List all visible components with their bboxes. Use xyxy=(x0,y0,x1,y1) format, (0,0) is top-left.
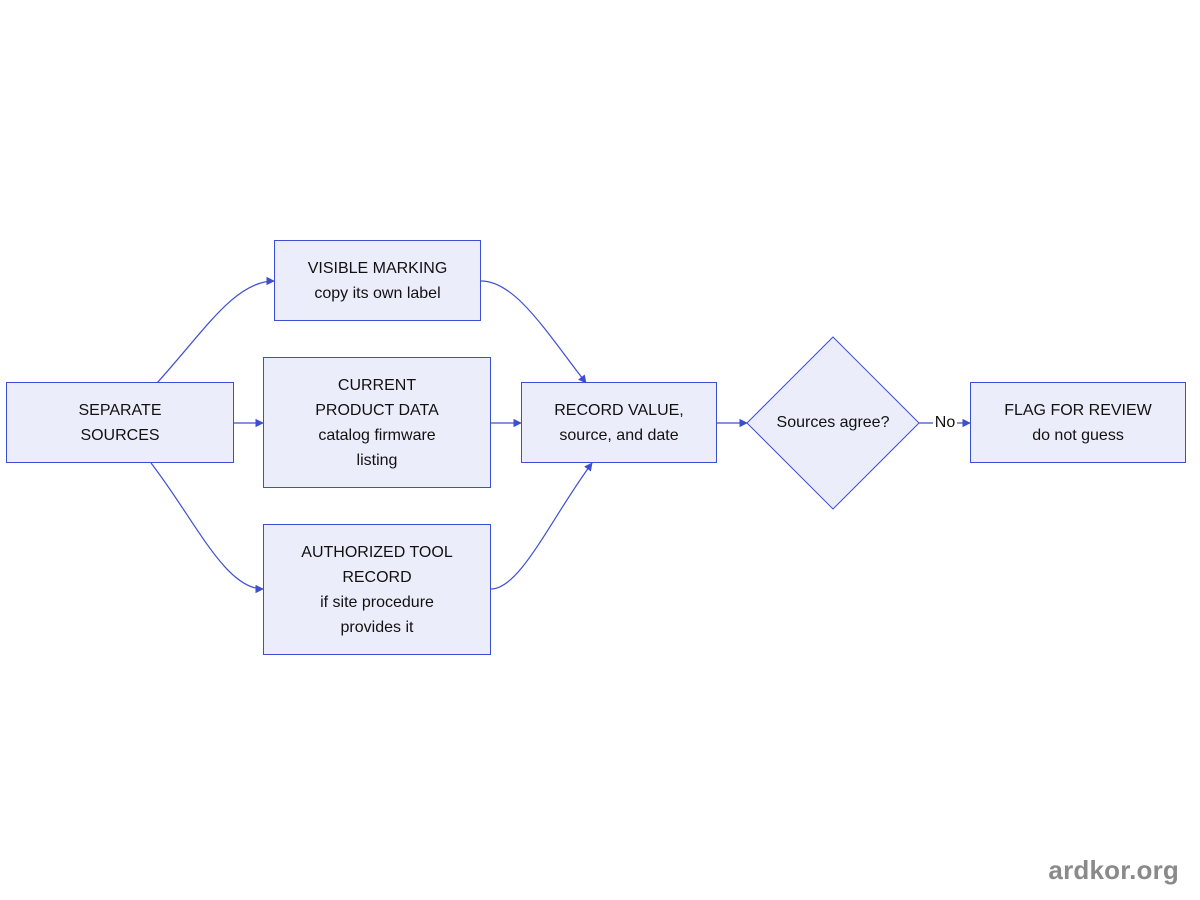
node-title: VISIBLE MARKING xyxy=(307,259,448,277)
node-title: PRODUCT DATA xyxy=(315,401,439,419)
node-line: SOURCES xyxy=(80,426,160,444)
node-title: RECORD VALUE, xyxy=(554,401,684,419)
edge-sources-to-authorized-tool-record xyxy=(150,462,264,594)
node-flag-for-review: FLAG FOR REVIEW do not guess xyxy=(970,382,1186,463)
edge-authorized-tool-record-to-record-value xyxy=(490,462,593,590)
node-title: RECORD xyxy=(342,568,412,586)
node-authorized-tool-record: AUTHORIZED TOOL RECORD if site procedure… xyxy=(263,524,491,655)
decision-label: Sources agree? xyxy=(776,414,890,431)
node-subtitle: do not guess xyxy=(1032,426,1124,444)
edge-visible-marking-to-record-value xyxy=(480,280,587,384)
node-subtitle: copy its own label xyxy=(314,284,441,302)
edge-label-no: No xyxy=(933,412,957,434)
node-title: CURRENT xyxy=(337,376,417,394)
node-visible-marking: VISIBLE MARKING copy its own label xyxy=(274,240,481,321)
node-subtitle: catalog firmware xyxy=(318,426,436,444)
node-subtitle: if site procedure xyxy=(320,593,434,611)
node-record-value: RECORD VALUE, source, and date xyxy=(521,382,717,463)
node-line: SEPARATE xyxy=(78,401,162,419)
site-watermark: ardkor.org xyxy=(1048,855,1179,885)
node-title: FLAG FOR REVIEW xyxy=(1004,401,1152,419)
edge-sources-to-visible-marking xyxy=(156,276,275,384)
node-subtitle: provides it xyxy=(340,618,414,636)
node-separate-sources: SEPARATE SOURCES xyxy=(6,382,234,463)
node-current-product-data: CURRENT PRODUCT DATA catalog firmware li… xyxy=(263,357,491,488)
node-subtitle: source, and date xyxy=(559,426,679,444)
decision-diamond xyxy=(746,336,920,510)
node-title: AUTHORIZED TOOL xyxy=(301,543,453,561)
node-subtitle: listing xyxy=(356,451,398,469)
